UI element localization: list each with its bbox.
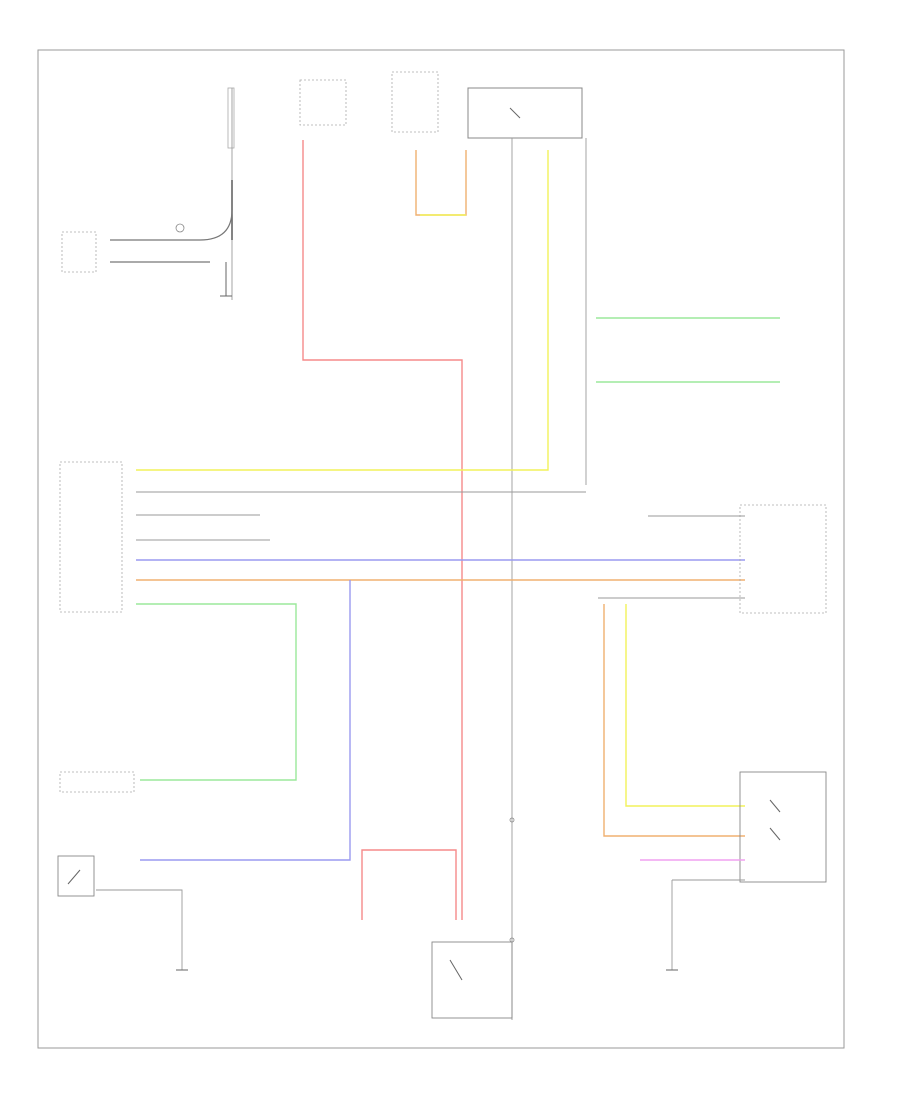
orange-wire-trs bbox=[603, 604, 745, 837]
connector-icon bbox=[509, 817, 515, 823]
starter-relay-box bbox=[467, 87, 583, 139]
blue-wire-clutch bbox=[140, 580, 351, 861]
pcm-box bbox=[59, 461, 123, 613]
battery-sensor-wire-1 bbox=[110, 209, 233, 241]
yellow-wire-start-signal bbox=[136, 150, 549, 471]
tcs-box bbox=[59, 771, 135, 793]
gray-wire-start-ground bbox=[671, 879, 745, 970]
relay-switch bbox=[509, 107, 521, 119]
clutch-switch-box bbox=[57, 855, 95, 897]
connector-icon bbox=[509, 937, 515, 943]
red-wire-b-plus bbox=[302, 140, 463, 920]
battery-junction-group bbox=[61, 87, 235, 300]
connector-icon bbox=[175, 223, 185, 233]
fuse-box bbox=[299, 79, 347, 126]
yellow-wire-trs bbox=[625, 604, 745, 807]
green-wire-tcm bbox=[136, 603, 297, 781]
fuse-block bbox=[227, 87, 235, 149]
start-switch-contact-1 bbox=[769, 799, 781, 813]
red-wire-generator bbox=[361, 849, 457, 920]
start-switch-box bbox=[739, 771, 827, 883]
start-switch-contact-2 bbox=[769, 827, 781, 841]
battery-sensor-box bbox=[61, 231, 97, 273]
ignition-switch-box bbox=[391, 71, 439, 133]
diagram-frame bbox=[37, 49, 845, 1049]
trs-box bbox=[739, 504, 827, 614]
gray-wire-clutch-ground bbox=[96, 889, 183, 970]
starter-motor-box bbox=[431, 941, 513, 1019]
starter-solenoid bbox=[449, 959, 463, 981]
orange-wire-ignition bbox=[415, 150, 467, 216]
clutch-switch-contact bbox=[67, 869, 81, 885]
